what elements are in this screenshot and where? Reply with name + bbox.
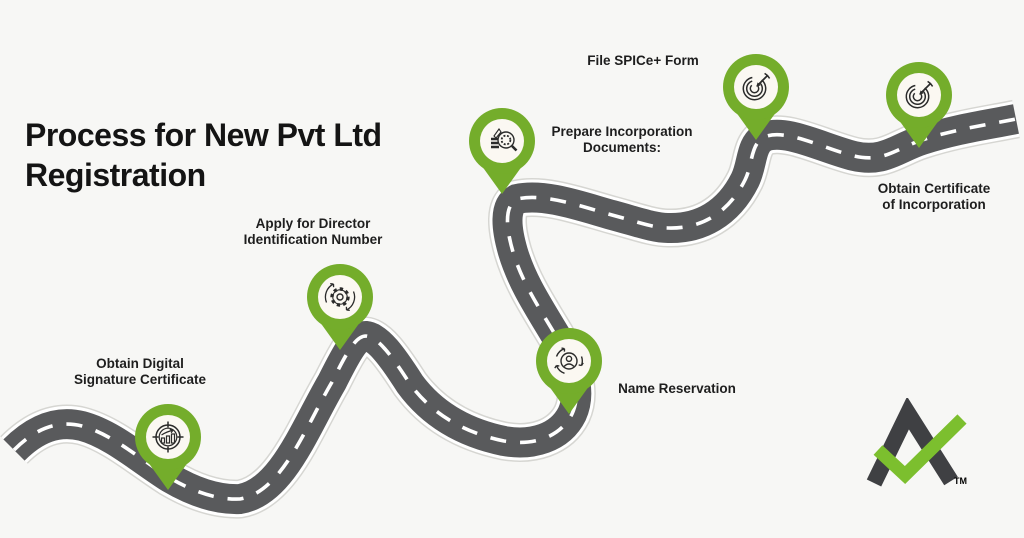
map-pin-incorporation-documents (462, 105, 542, 215)
page-title: Process for New Pvt Ltd Registration (25, 115, 382, 195)
map-pin-certificate-incorporation (879, 59, 959, 169)
map-pin-spice-form (716, 51, 796, 161)
step-label-line: Obtain Digital (96, 356, 184, 371)
map-pin-digital-signature (128, 401, 208, 511)
logo-tm-text: TM (954, 476, 967, 486)
step-label-line: Signature Certificate (73, 372, 207, 387)
step-label-incorporation-documents: Prepare Incorporation Documents: (551, 124, 692, 156)
target-chart-icon (152, 421, 184, 453)
step-label-name-reservation: Name Reservation (618, 381, 736, 397)
step-label-director-id: Apply for Director Identification Number (244, 216, 383, 248)
brand-logo: TM (855, 396, 985, 503)
step-label-line: Documents: (582, 140, 662, 155)
page-title-line-1: Process for New Pvt Ltd (25, 117, 382, 154)
step-label-line: Name Reservation (618, 381, 736, 396)
map-pin-director-id (300, 261, 380, 371)
step-label-line: File SPICe+ Form (587, 53, 699, 68)
step-label-line: Identification Number (243, 232, 383, 247)
step-label-spice-form: File SPICe+ Form (587, 53, 698, 69)
dartboard-icon (905, 80, 934, 109)
logo-checkmark (873, 414, 967, 484)
step-label-line: Apply for Director (255, 216, 371, 231)
step-label-line: of Incorporation (882, 197, 986, 212)
page-title-line-2: Registration (25, 157, 206, 194)
user-cycle-icon (554, 347, 584, 374)
step-label-line: Prepare Incorporation (551, 124, 693, 139)
step-label-digital-signature: Obtain Digital Signature Certificate (74, 356, 206, 388)
map-pin-name-reservation (529, 325, 609, 435)
step-label-line: Obtain Certificate (877, 181, 991, 196)
gear-sync-icon (324, 282, 356, 312)
document-search-icon (491, 128, 518, 152)
step-label-certificate-incorporation: Obtain Certificate of Incorporation (878, 181, 991, 213)
